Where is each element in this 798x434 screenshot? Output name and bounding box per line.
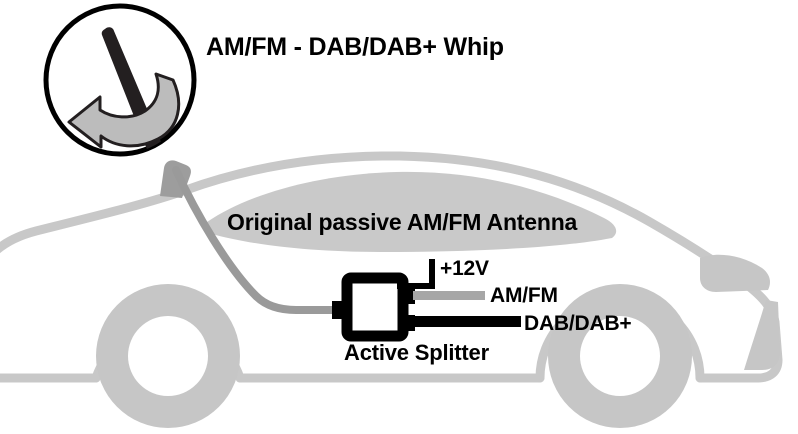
callout-title: AM/FM - DAB/DAB+ Whip <box>206 33 504 61</box>
active-splitter-group <box>332 259 521 342</box>
front-wheel <box>96 284 240 428</box>
curved-rotate-arrow-icon <box>67 72 181 149</box>
active-splitter-label: Active Splitter <box>344 340 490 365</box>
car-roof-line <box>182 151 654 226</box>
power-wire-icon <box>397 259 435 289</box>
rear-quarter-accent <box>700 254 770 292</box>
dab-cable-icon <box>413 316 521 327</box>
original-antenna-label: Original passive AM/FM Antenna <box>227 209 578 235</box>
output-label-dab: DAB/DAB+ <box>524 312 632 335</box>
car-front-lower-corner <box>0 373 101 383</box>
rear-wheel <box>548 284 692 428</box>
antenna-coax-cable <box>172 166 340 314</box>
car-side-silhouette <box>0 151 783 428</box>
car-glass-area <box>204 171 617 252</box>
output-label-power: +12V <box>440 257 489 280</box>
whip-antenna-callout <box>43 3 197 157</box>
active-splitter-box <box>341 272 409 342</box>
rear-tail-panel <box>744 300 780 370</box>
amfm-cable-icon <box>413 291 485 300</box>
output-label-amfm: AM/FM <box>490 284 558 307</box>
